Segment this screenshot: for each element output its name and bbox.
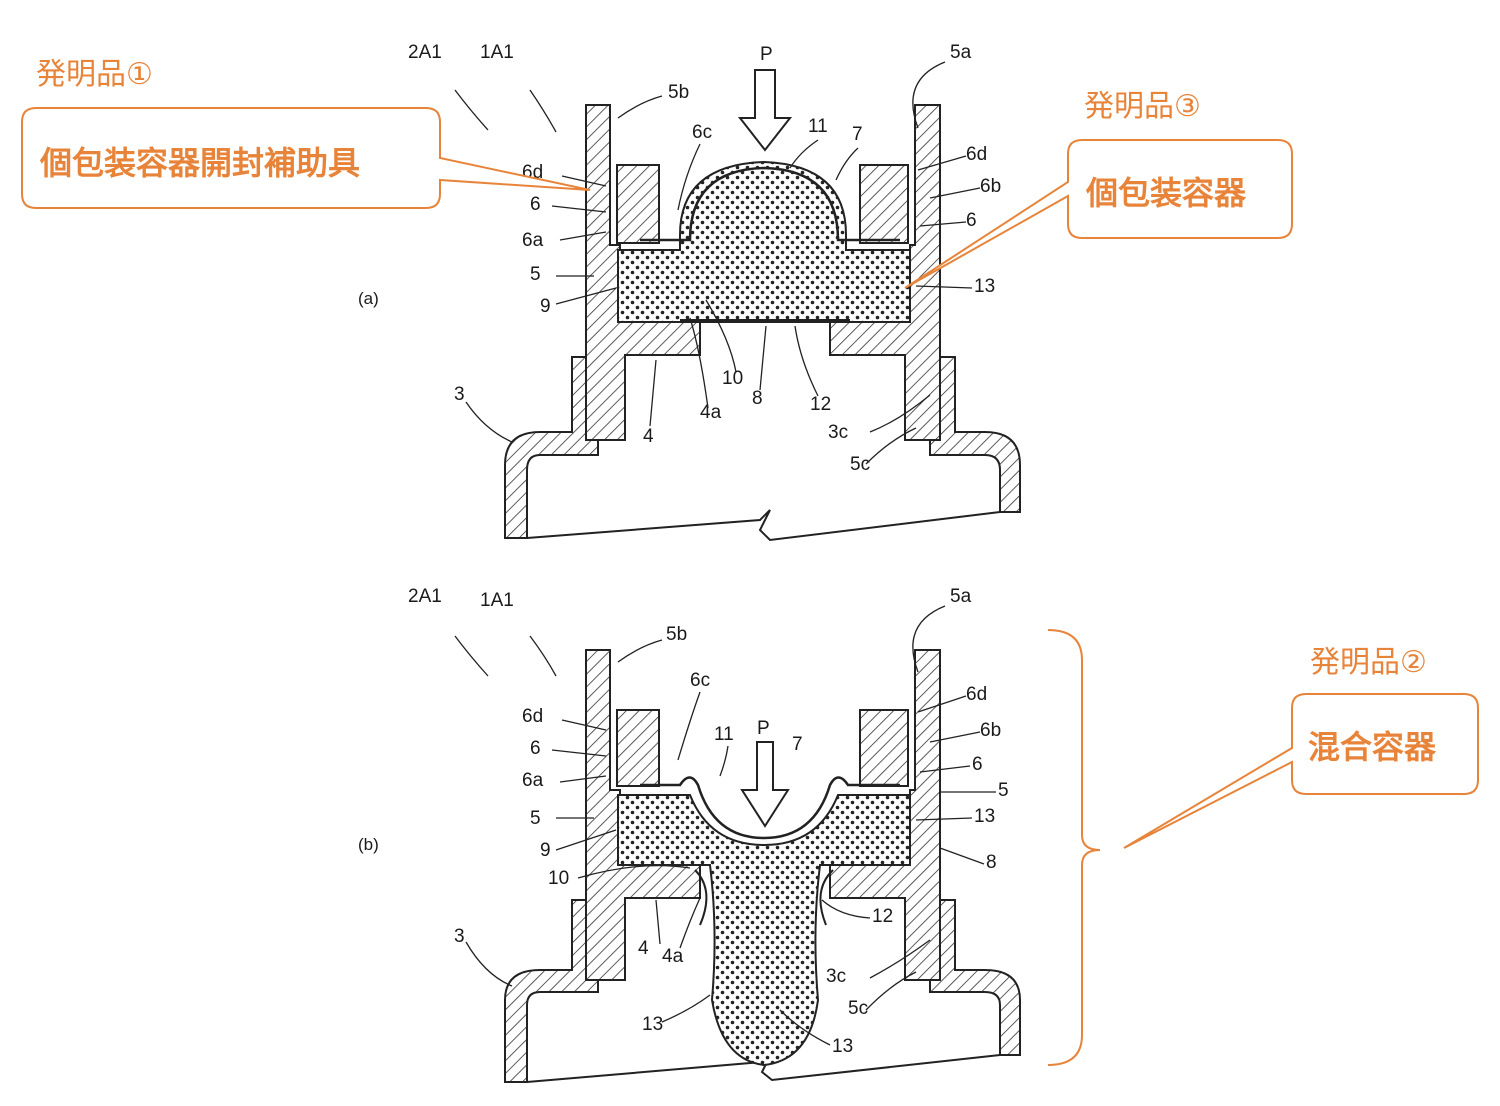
ref-4-b: 4 (638, 938, 649, 959)
ref-5b-b: 5b (666, 624, 687, 645)
ref-3c-b: 3c (826, 966, 846, 987)
invention2-callout-box (1123, 693, 1479, 849)
ref-6c: 6c (692, 122, 712, 143)
ref-5-left-b: 5 (530, 808, 541, 829)
ref-6-left-b: 6 (530, 738, 541, 759)
ref-6d-right: 6d (966, 144, 987, 165)
ref-5c-b: 5c (848, 998, 868, 1019)
ref-P-b: P (757, 718, 770, 739)
ref-13-right-b: 13 (974, 806, 995, 827)
ring-6-left-b (616, 709, 660, 787)
ring-6-right (859, 164, 909, 244)
invention3-heading: 発明品③ (1084, 89, 1201, 124)
ref-5c: 5c (850, 454, 870, 475)
ref-6d-left-b: 6d (522, 706, 543, 727)
invention2-bracket (1047, 629, 1101, 1066)
ring-6-left (616, 164, 660, 244)
ref-6-left: 6 (530, 194, 541, 215)
bottle-3-b (504, 899, 599, 1083)
package-contents-13 (617, 160, 911, 323)
ref-6d-right-b: 6d (966, 684, 987, 705)
press-arrow-p-b (740, 741, 790, 828)
invention2-label: 混合容器 (1308, 728, 1437, 766)
cap-body-5-right-b (829, 649, 941, 981)
ref-3: 3 (454, 384, 465, 405)
package-contents-13-b (617, 794, 911, 1067)
ref-6-right: 6 (966, 210, 977, 231)
ref-5-right-b: 5 (998, 780, 1009, 801)
ref-4a-b: 4a (662, 946, 684, 967)
invention2-heading: 発明品② (1310, 645, 1427, 680)
ref-6-right-b: 6 (972, 754, 983, 775)
ref-11-b: 11 (714, 724, 734, 745)
ref-P: P (760, 44, 773, 65)
ref-12-b: 12 (872, 906, 893, 927)
ref-6a-b: 6a (522, 770, 544, 791)
ref-5b: 5b (668, 82, 689, 103)
bottle-3 (504, 356, 599, 539)
ref-8-b: 8 (986, 852, 997, 873)
ref-2A1: 2A1 (408, 42, 442, 63)
ref-2A1-b: 2A1 (408, 586, 442, 607)
ref-1A1-b: 1A1 (480, 590, 514, 611)
ref-9: 9 (540, 296, 551, 317)
invention3-callout-box (904, 139, 1293, 289)
ref-10: 10 (722, 368, 743, 389)
ref-6b: 6b (980, 176, 1001, 197)
figure-a: P 2A1 1A1 5a 5b 6c 11 7 6d 6d 6b 6 6 6a … (358, 42, 1021, 542)
ref-10-b: 10 (548, 868, 569, 889)
ring-6-right-b (859, 709, 909, 787)
ref-13: 13 (974, 276, 995, 297)
invention1-heading: 発明品① (36, 57, 153, 92)
annotation-invention3: 発明品③ 個包装容器 (904, 89, 1293, 289)
figure-b-label: (b) (358, 835, 379, 854)
figure-a-label: (a) (358, 289, 379, 308)
ref-6c-b: 6c (690, 670, 710, 691)
annotation-invention2: 発明品② 混合容器 (1047, 629, 1479, 1066)
ref-5a-b: 5a (950, 586, 972, 607)
ref-12: 12 (810, 394, 831, 415)
ref-6b-b: 6b (980, 720, 1001, 741)
ref-13-left-b: 13 (642, 1014, 663, 1035)
invention1-label: 個包装容器開封補助具 (39, 144, 360, 182)
ref-13-bottom-b: 13 (832, 1036, 853, 1057)
figure-b: P 2A1 1A1 5a 5b 6c 11 7 6d 6d 6b 6 6 6a … (358, 586, 1021, 1083)
bottle-3-b-right (929, 899, 1021, 1056)
ref-11: 11 (808, 116, 828, 137)
ref-7: 7 (852, 124, 863, 145)
ref-3c: 3c (828, 422, 848, 443)
ref-7-b: 7 (792, 734, 803, 755)
ref-5: 5 (530, 264, 541, 285)
ref-4a: 4a (700, 402, 722, 423)
ref-9-b: 9 (540, 840, 551, 861)
ref-5a: 5a (950, 42, 972, 63)
ref-4: 4 (643, 426, 654, 447)
press-arrow-p (737, 69, 793, 152)
invention1-callout-box (21, 107, 591, 209)
ref-8: 8 (752, 388, 763, 409)
bottle-3-right (929, 356, 1021, 513)
ref-6a: 6a (522, 230, 544, 251)
annotation-invention1: 発明品① 個包装容器開封補助具 (21, 57, 591, 209)
ref-3-b: 3 (454, 926, 465, 947)
invention3-label: 個包装容器 (1085, 174, 1247, 212)
cap-body-5-right (829, 104, 941, 441)
ref-1A1: 1A1 (480, 42, 514, 63)
